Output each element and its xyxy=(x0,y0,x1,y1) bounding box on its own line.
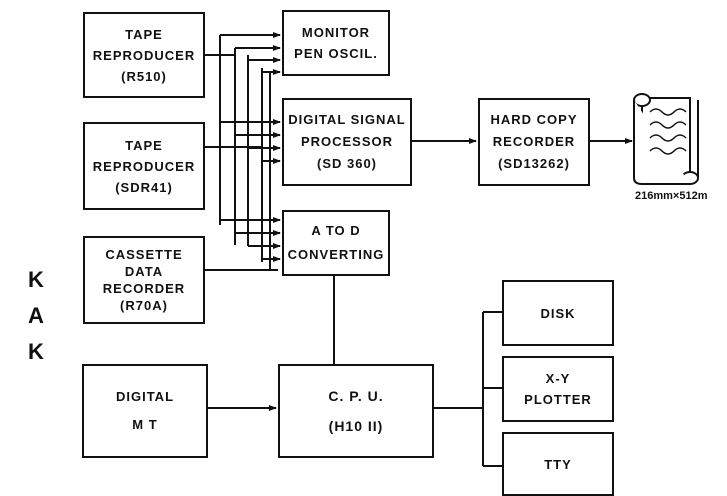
box-line: PLOTTER xyxy=(524,389,592,410)
disk-box: DISK xyxy=(502,280,614,346)
monitor-pen-oscil-box: MONITOR PEN OSCIL. xyxy=(282,10,390,76)
box-line: PROCESSOR xyxy=(301,131,393,153)
box-line: X-Y xyxy=(546,368,571,389)
box-line: DATA xyxy=(125,263,163,280)
side-letter: K xyxy=(26,262,46,298)
box-line: TAPE xyxy=(125,135,163,156)
cpu-box: C. P. U. (H10 II) xyxy=(278,364,434,458)
box-line: A TO D xyxy=(311,219,360,243)
box-line: MONITOR xyxy=(302,22,370,43)
cassette-data-recorder-box: CASSETTE DATA RECORDER (R70A) xyxy=(83,236,205,324)
box-line: TTY xyxy=(544,454,572,475)
box-line: PEN OSCIL. xyxy=(294,43,378,64)
box-line: REPRODUCER xyxy=(93,156,195,177)
box-line: TAPE xyxy=(125,24,163,45)
tty-box: TTY xyxy=(502,432,614,496)
digital-mt-box: DIGITAL M T xyxy=(82,364,208,458)
box-line: (R510) xyxy=(121,66,167,87)
box-line: RECORDER xyxy=(493,131,575,153)
box-line: (H10 II) xyxy=(329,411,384,441)
box-line: (SD 360) xyxy=(317,153,377,175)
box-line: REPRODUCER xyxy=(93,45,195,66)
box-line: CONVERTING xyxy=(288,243,385,267)
box-line: CASSETTE xyxy=(105,246,182,263)
digital-signal-processor-box: DIGITAL SIGNAL PROCESSOR (SD 360) xyxy=(282,98,412,186)
box-line: DISK xyxy=(540,303,575,324)
box-line: DIGITAL xyxy=(116,383,174,411)
xy-plotter-box: X-Y PLOTTER xyxy=(502,356,614,422)
box-line: (R70A) xyxy=(120,297,168,314)
hard-copy-recorder-box: HARD COPY RECORDER (SD13262) xyxy=(478,98,590,186)
a-to-d-converting-box: A TO D CONVERTING xyxy=(282,210,390,276)
box-line: DIGITAL SIGNAL xyxy=(288,109,406,131)
box-line: HARD COPY xyxy=(490,109,577,131)
paper-size-label: 216mm×512m xyxy=(635,190,707,202)
tape-reproducer-sdr41-box: TAPE REPRODUCER (SDR41) xyxy=(83,122,205,210)
side-letter: K xyxy=(26,334,46,370)
side-letter: A xyxy=(26,298,46,334)
box-line: (SD13262) xyxy=(498,153,570,175)
box-line: C. P. U. xyxy=(328,381,383,411)
box-line: RECORDER xyxy=(103,280,185,297)
paper-roll-icon xyxy=(634,94,698,184)
tape-reproducer-r510-box: TAPE REPRODUCER (R510) xyxy=(83,12,205,98)
box-line: M T xyxy=(132,411,157,439)
side-label: K A K xyxy=(26,262,46,370)
box-line: (SDR41) xyxy=(115,177,173,198)
